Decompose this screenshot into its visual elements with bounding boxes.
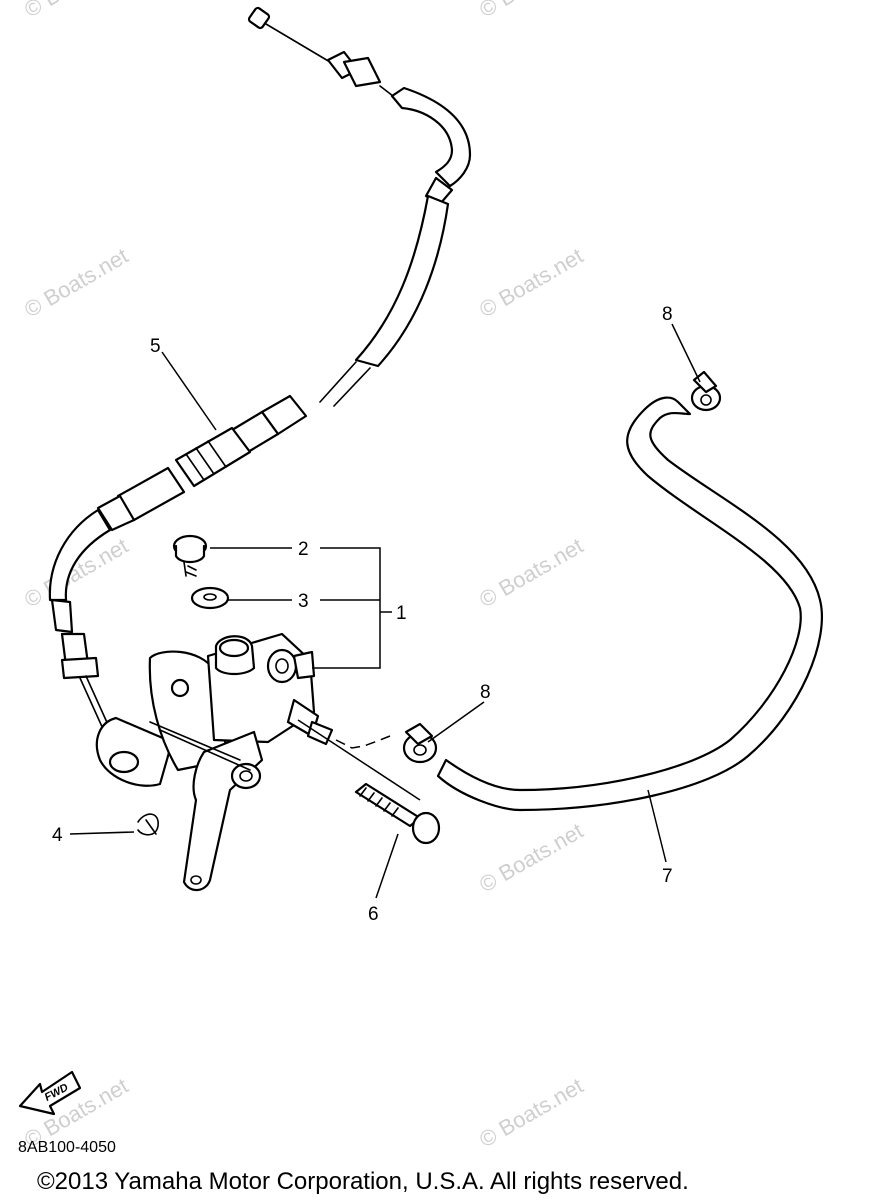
callout-5: 5 xyxy=(150,336,161,357)
callout-8-lower: 8 xyxy=(480,682,491,703)
callout-3: 3 xyxy=(298,591,309,612)
callout-1: 1 xyxy=(396,603,407,624)
watermark: © Boats.net xyxy=(475,533,587,612)
watermarks: © Boats.net © Boats.net © Boats.net © Bo… xyxy=(20,0,587,1152)
leader-lines xyxy=(69,323,701,899)
hose-clamp-upper xyxy=(690,370,722,412)
screw xyxy=(354,782,441,845)
washer xyxy=(190,586,230,610)
bolt xyxy=(172,534,208,577)
oil-hose xyxy=(436,396,823,812)
watermark: © Boats.net xyxy=(475,818,587,897)
clip xyxy=(137,813,159,836)
callout-6: 6 xyxy=(368,904,379,925)
callout-4: 4 xyxy=(52,825,63,846)
oil-pump-assembly xyxy=(95,632,334,892)
watermark: © Boats.net xyxy=(20,0,132,22)
fwd-arrow-icon: FWD xyxy=(18,1070,82,1116)
callout-7: 7 xyxy=(662,866,673,887)
hose-clamp-lower xyxy=(402,722,438,764)
callout-2: 2 xyxy=(298,539,309,560)
watermark: © Boats.net xyxy=(20,243,132,322)
throttle-cable xyxy=(48,6,472,741)
watermark: © Boats.net xyxy=(475,1073,587,1152)
watermark: © Boats.net xyxy=(475,0,587,22)
watermark: © Boats.net xyxy=(475,243,587,322)
part-code: 8AB100-4050 xyxy=(18,1139,116,1156)
copyright-notice: ©2013 Yamaha Motor Corporation, U.S.A. A… xyxy=(37,1168,689,1195)
callout-8-upper: 8 xyxy=(662,304,673,325)
